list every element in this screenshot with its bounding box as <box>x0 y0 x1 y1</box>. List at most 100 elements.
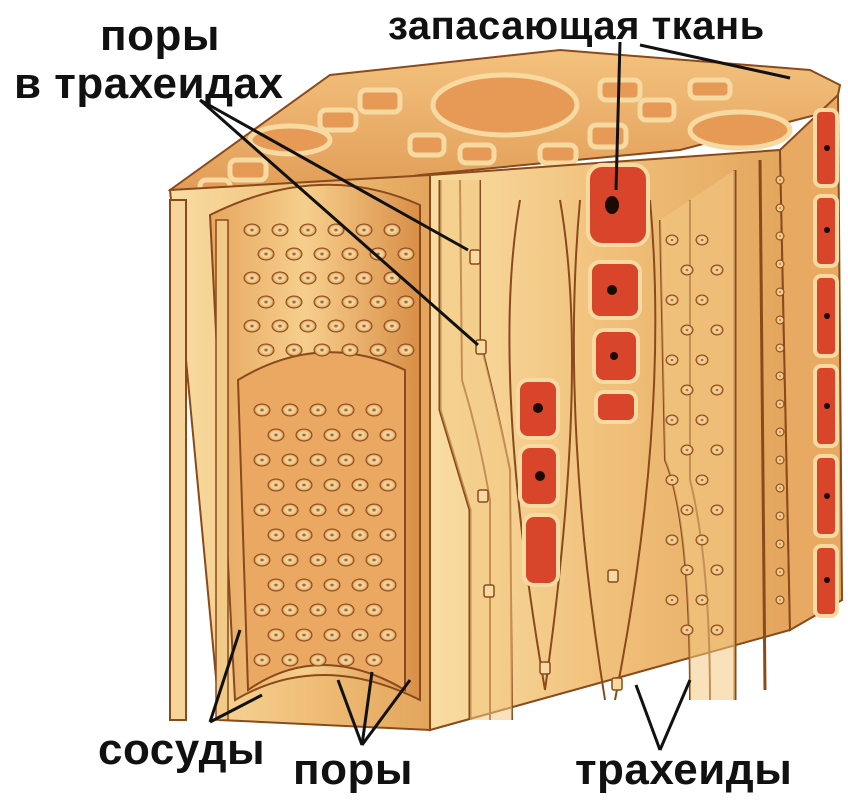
pore <box>342 344 358 356</box>
pore <box>286 344 302 356</box>
pore <box>352 529 368 541</box>
pore <box>314 248 330 260</box>
pore <box>310 404 326 416</box>
pore <box>314 296 330 308</box>
pore <box>244 320 260 332</box>
pore <box>258 344 274 356</box>
pore <box>666 235 678 245</box>
pore <box>258 248 274 260</box>
pore <box>776 232 784 240</box>
pore <box>711 505 723 515</box>
pore <box>384 224 400 236</box>
pore <box>776 260 784 268</box>
label-pores-in-tracheids-line2: в трахеидах <box>14 62 283 106</box>
pore <box>666 295 678 305</box>
pore <box>711 265 723 275</box>
pore <box>696 355 708 365</box>
pore <box>366 604 382 616</box>
pore <box>282 504 298 516</box>
pore <box>310 654 326 666</box>
pore <box>666 535 678 545</box>
pore <box>286 296 302 308</box>
pore <box>310 454 326 466</box>
pore <box>398 296 414 308</box>
label-pores: поры <box>293 748 413 792</box>
label-pores-in-tracheids-line1: поры <box>100 14 220 58</box>
pore <box>681 325 693 335</box>
pore <box>681 505 693 515</box>
pore <box>711 565 723 575</box>
pore <box>310 554 326 566</box>
pore <box>776 484 784 492</box>
pore <box>352 579 368 591</box>
pore <box>296 429 312 441</box>
pore <box>296 529 312 541</box>
pore <box>681 445 693 455</box>
pore <box>776 596 784 604</box>
pore <box>352 479 368 491</box>
pore <box>258 296 274 308</box>
pore <box>328 272 344 284</box>
pore <box>296 579 312 591</box>
pore <box>681 625 693 635</box>
pore <box>696 595 708 605</box>
pore <box>282 454 298 466</box>
pore <box>244 272 260 284</box>
pore <box>272 320 288 332</box>
pore <box>254 554 270 566</box>
pore <box>338 454 354 466</box>
pore <box>776 372 784 380</box>
pore <box>324 479 340 491</box>
pore <box>324 529 340 541</box>
pore <box>366 454 382 466</box>
pore <box>366 654 382 666</box>
pore <box>776 456 784 464</box>
pore <box>268 579 284 591</box>
pore <box>681 565 693 575</box>
pore <box>272 224 288 236</box>
pore <box>370 344 386 356</box>
pore <box>324 429 340 441</box>
pore <box>338 604 354 616</box>
pore <box>776 316 784 324</box>
pore <box>296 629 312 641</box>
label-tracheids: трахеиды <box>575 748 792 792</box>
pore <box>681 385 693 395</box>
pore <box>776 288 784 296</box>
pore <box>286 248 302 260</box>
pore <box>696 295 708 305</box>
pore <box>776 512 784 520</box>
pore <box>300 272 316 284</box>
pore <box>352 429 368 441</box>
pore <box>268 629 284 641</box>
label-storage-tissue: запасающая ткань <box>388 6 765 46</box>
pore <box>696 235 708 245</box>
pore <box>272 272 288 284</box>
pore <box>356 224 372 236</box>
pore <box>342 248 358 260</box>
pore <box>338 504 354 516</box>
pore <box>268 479 284 491</box>
pore <box>324 629 340 641</box>
pore <box>681 265 693 275</box>
pore <box>776 568 784 576</box>
pore <box>338 554 354 566</box>
pore <box>776 344 784 352</box>
pore <box>282 654 298 666</box>
pore <box>244 224 260 236</box>
pore <box>776 176 784 184</box>
pore <box>366 504 382 516</box>
pore <box>711 625 723 635</box>
pore <box>296 479 312 491</box>
pore <box>324 579 340 591</box>
pore <box>696 415 708 425</box>
pore <box>711 445 723 455</box>
pore <box>666 355 678 365</box>
pore <box>352 629 368 641</box>
pore <box>380 529 396 541</box>
pore <box>282 554 298 566</box>
pore <box>711 325 723 335</box>
pore <box>370 296 386 308</box>
pore <box>282 604 298 616</box>
pore <box>398 344 414 356</box>
